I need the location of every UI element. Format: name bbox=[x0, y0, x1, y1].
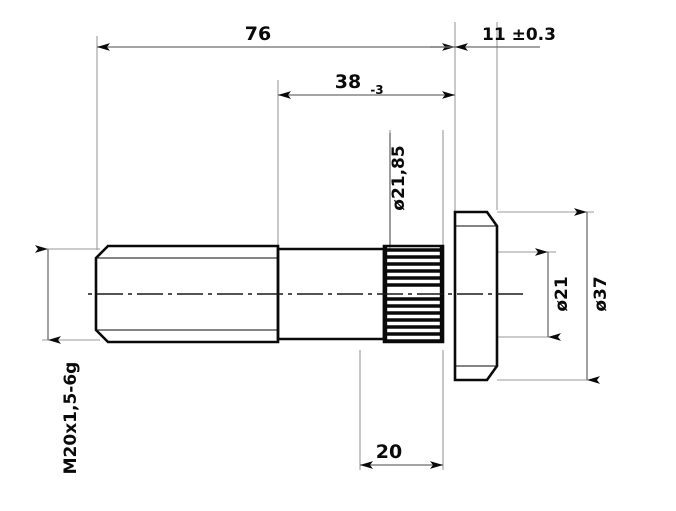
dim-label-overall-length: 76 bbox=[245, 23, 271, 45]
dim-label-spline-length: 20 bbox=[376, 441, 402, 463]
dim-label-shank-length-group: 38 -3 bbox=[335, 71, 384, 97]
dimension-lines bbox=[35, 43, 600, 469]
dim-label-head-diameter: ø37 bbox=[591, 276, 611, 311]
dim-label-shank-diameter: ø21 bbox=[552, 276, 572, 311]
dim-label-shank-length-tolerance: -3 bbox=[370, 83, 383, 97]
thread-minor-diameter-lines bbox=[96, 225, 497, 367]
dim-label-head-thickness: 11 ±0.3 bbox=[482, 25, 556, 45]
dim-label-spline-diameter: ø21,85 bbox=[389, 145, 409, 210]
spline-serration-hatch bbox=[384, 248, 443, 342]
dim-label-thread-spec: M20x1,5-6g bbox=[61, 362, 81, 475]
dim-label-shank-length: 38 bbox=[335, 71, 361, 93]
